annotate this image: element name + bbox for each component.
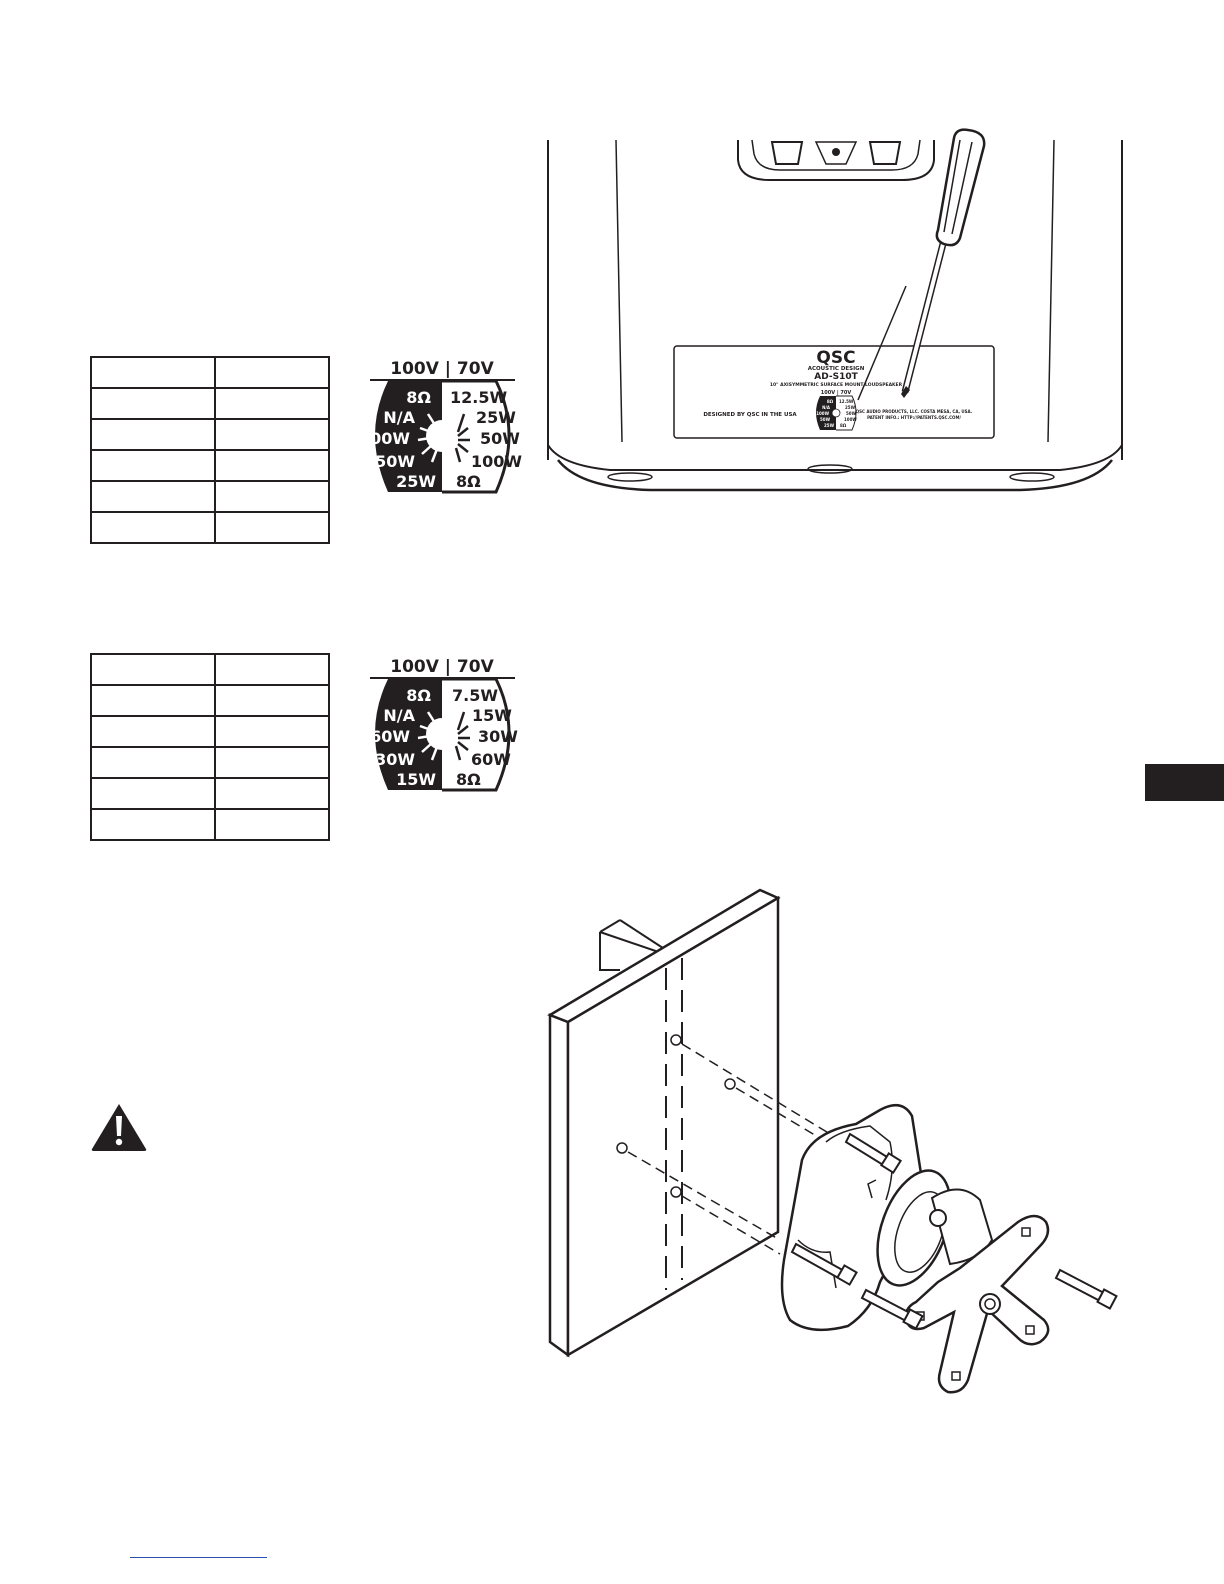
warning-icon bbox=[91, 1104, 147, 1151]
label-model: AD-S10T bbox=[814, 372, 858, 382]
dial-right-label: 30W bbox=[478, 727, 518, 746]
mini-dial-label: 50W bbox=[820, 417, 831, 422]
dial-left-label: 50W bbox=[375, 452, 415, 471]
dial-left-label: N/A bbox=[383, 408, 415, 427]
tap-selector-dial-100w: 100V | 70V 8Ω N/A 100W 50W 25W 12.5W 25W… bbox=[360, 359, 522, 494]
dial-header: 100V | 70V bbox=[390, 657, 494, 677]
dial-right-label: 50W bbox=[480, 429, 520, 448]
tap-table-upper bbox=[90, 356, 330, 544]
label-designed: DESIGNED BY QSC IN THE USA bbox=[703, 412, 797, 418]
dial-left-label: 100W bbox=[360, 429, 410, 448]
label-subtitle: ACOUSTIC DESIGN bbox=[808, 366, 865, 372]
mini-dial-label: 100W bbox=[844, 417, 857, 422]
dial-right-label: 25W bbox=[476, 408, 516, 427]
dial-right-label: 8Ω bbox=[456, 770, 481, 789]
dial-right-label: 60W bbox=[471, 750, 511, 769]
mini-dial-header: 100V | 70V bbox=[821, 390, 852, 396]
dial-header: 100V | 70V bbox=[390, 359, 494, 379]
lag-screw-icon bbox=[790, 1242, 858, 1286]
dial-left-label: 8Ω bbox=[406, 388, 431, 407]
mini-dial-label: 8Ω bbox=[827, 399, 834, 404]
lag-screw-icon bbox=[844, 1132, 903, 1175]
dial-right-label: 8Ω bbox=[456, 472, 481, 491]
dial-left-label: 30W bbox=[375, 750, 415, 769]
dial-left-label: 15W bbox=[396, 770, 436, 789]
footer-link-underline[interactable] bbox=[130, 1557, 267, 1558]
speaker-rear-illustration: QSC ACOUSTIC DESIGN AD-S10T 10" AXISYMME… bbox=[547, 128, 1123, 492]
label-description: 10" AXISYMMETRIC SURFACE MOUNT LOUDSPEAK… bbox=[770, 382, 903, 388]
mini-dial-label: 25W bbox=[824, 423, 835, 428]
mini-dial-label: 8Ω bbox=[840, 423, 847, 428]
dial-left-label: 8Ω bbox=[406, 686, 431, 705]
dial-right-label: 7.5W bbox=[452, 686, 498, 705]
dial-left-label: N/A bbox=[383, 706, 415, 725]
lag-screw-icon bbox=[860, 1288, 924, 1330]
dial-left-label: 25W bbox=[396, 472, 436, 491]
wall-mount-illustration bbox=[547, 888, 1118, 1394]
label-company: QSC AUDIO PRODUCTS, LLC. COSTA MESA, CA,… bbox=[856, 409, 973, 414]
dial-right-label: 100W bbox=[471, 452, 522, 471]
mini-dial-label: N/A bbox=[822, 405, 831, 410]
mini-dial-label: 25W bbox=[845, 405, 856, 410]
label-patent: PATENT INFO.: HTTP://PATENTS.QSC.COM/ bbox=[867, 415, 961, 420]
lag-screw-icon bbox=[1054, 1268, 1118, 1310]
tap-table-lower bbox=[90, 653, 330, 841]
dial-right-label: 12.5W bbox=[450, 388, 507, 407]
tap-selector-dial-60w: 100V | 70V 8Ω N/A 60W 30W 15W 7.5W 15W 3… bbox=[370, 657, 518, 792]
screwdriver-icon bbox=[901, 128, 986, 398]
mini-dial-label: 50W bbox=[846, 411, 857, 416]
mini-dial-label: 12.5W bbox=[839, 399, 854, 404]
dial-left-label: 60W bbox=[370, 727, 410, 746]
mini-dial-label: 100W bbox=[816, 411, 829, 416]
dial-right-label: 15W bbox=[472, 706, 512, 725]
brand-logo: QSC bbox=[816, 348, 855, 368]
section-tab bbox=[1145, 764, 1224, 801]
